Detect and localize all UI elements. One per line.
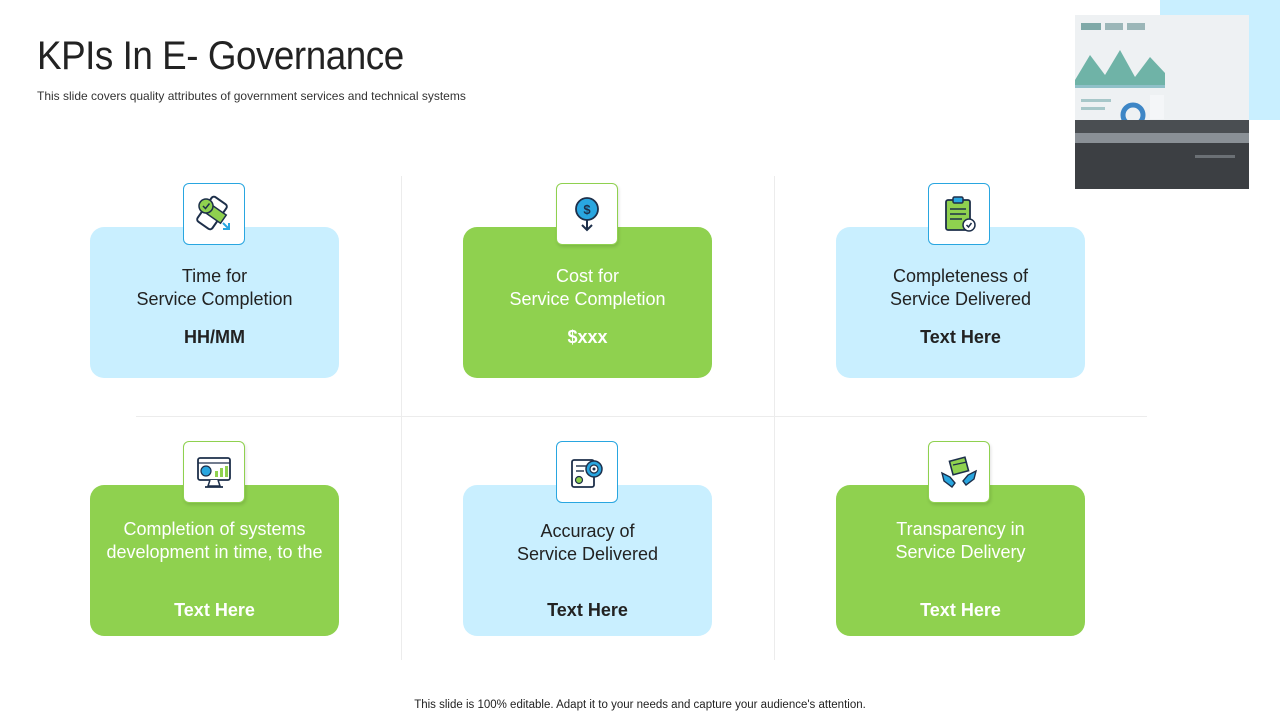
smartphone-money-icon	[183, 183, 245, 245]
kpi-value: Text Here	[920, 600, 1001, 620]
kpi-label-line: Completion of systems	[123, 519, 306, 539]
kpi-card-cost: Cost for Service Completion $xxx	[463, 227, 712, 378]
kpi-value: Text Here	[174, 600, 255, 620]
kpi-label-line: development in time, to the	[106, 542, 323, 562]
kpi-label-line: Service Delivered	[889, 289, 1032, 309]
clipboard-check-icon	[928, 183, 990, 245]
kpi-value: Text Here	[920, 327, 1001, 347]
kpi-card-accuracy: Accuracy of Service Delivered Text Here	[463, 485, 712, 636]
kpi-label-line: Completeness of	[892, 266, 1029, 286]
kpi-label-line: Cost for	[555, 266, 620, 286]
kpi-label: Accuracy of Service Delivered	[463, 520, 712, 566]
kpi-label: Cost for Service Completion	[463, 265, 712, 311]
document-target-icon	[556, 441, 618, 503]
kpi-label-line: Time for	[181, 266, 248, 286]
grid-divider	[401, 176, 402, 660]
footer-note: This slide is 100% editable. Adapt it to…	[414, 699, 866, 711]
laptop-dashboard-photo	[1075, 15, 1249, 189]
page-subtitle: This slide covers quality attributes of …	[37, 89, 466, 103]
kpi-label-line: Accuracy of	[540, 521, 635, 541]
kpi-value: HH/MM	[184, 327, 245, 347]
grid-divider	[136, 416, 1147, 417]
monitor-analytics-icon	[183, 441, 245, 503]
dollar-location-pin-icon: $	[556, 183, 618, 245]
kpi-value: Text Here	[547, 600, 628, 620]
kpi-label: Time for Service Completion	[90, 265, 339, 311]
kpi-card-time: Time for Service Completion HH/MM	[90, 227, 339, 378]
kpi-label-line: Service Delivered	[516, 544, 659, 564]
kpi-value: $xxx	[567, 327, 608, 347]
hands-package-icon	[928, 441, 990, 503]
grid-divider	[774, 176, 775, 660]
kpi-label: Transparency in Service Delivery	[836, 518, 1085, 564]
svg-text:$: $	[583, 202, 591, 217]
kpi-label-line: Transparency in	[896, 519, 1025, 539]
page-title: KPIs In E- Governance	[37, 34, 404, 78]
kpi-label: Completion of systems development in tim…	[90, 518, 339, 564]
kpi-label-line: Service Completion	[136, 289, 293, 309]
kpi-card-completeness: Completeness of Service Delivered Text H…	[836, 227, 1085, 378]
kpi-card-systems-development: Completion of systems development in tim…	[90, 485, 339, 636]
kpi-card-transparency: Transparency in Service Delivery Text He…	[836, 485, 1085, 636]
kpi-label-line: Service Delivery	[895, 542, 1026, 562]
kpi-label: Completeness of Service Delivered	[836, 265, 1085, 311]
kpi-label-line: Service Completion	[509, 289, 666, 309]
